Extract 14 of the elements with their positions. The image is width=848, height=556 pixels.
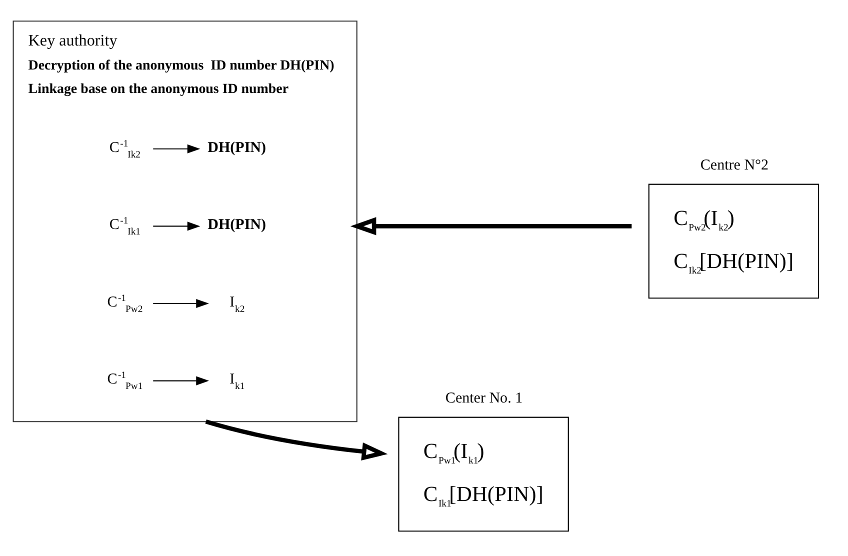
node-text: I$_{k2}$ <box>229 294 244 315</box>
node-box: C$_{Pw1}$(I$_{k1}$) C$_{Ik1}$[DH(PIN)] <box>398 416 568 532</box>
arrow <box>350 217 632 236</box>
node-label: Center No. 1 <box>444 390 522 406</box>
node-text: DH(PIN) <box>207 217 266 234</box>
node-box: C$_{Pw2}$(I$_{k2}$) C$_{Ik2}$[DH(PIN)] <box>648 184 819 299</box>
node-text: DH(PIN) <box>207 140 266 156</box>
arrow <box>204 420 388 460</box>
node-text: I$_{k1}$ <box>229 372 244 392</box>
arrow <box>152 144 200 154</box>
arrow <box>152 298 209 308</box>
arrow <box>152 222 200 231</box>
node-label: Centre N°2 <box>700 158 768 174</box>
arrow <box>152 376 209 386</box>
